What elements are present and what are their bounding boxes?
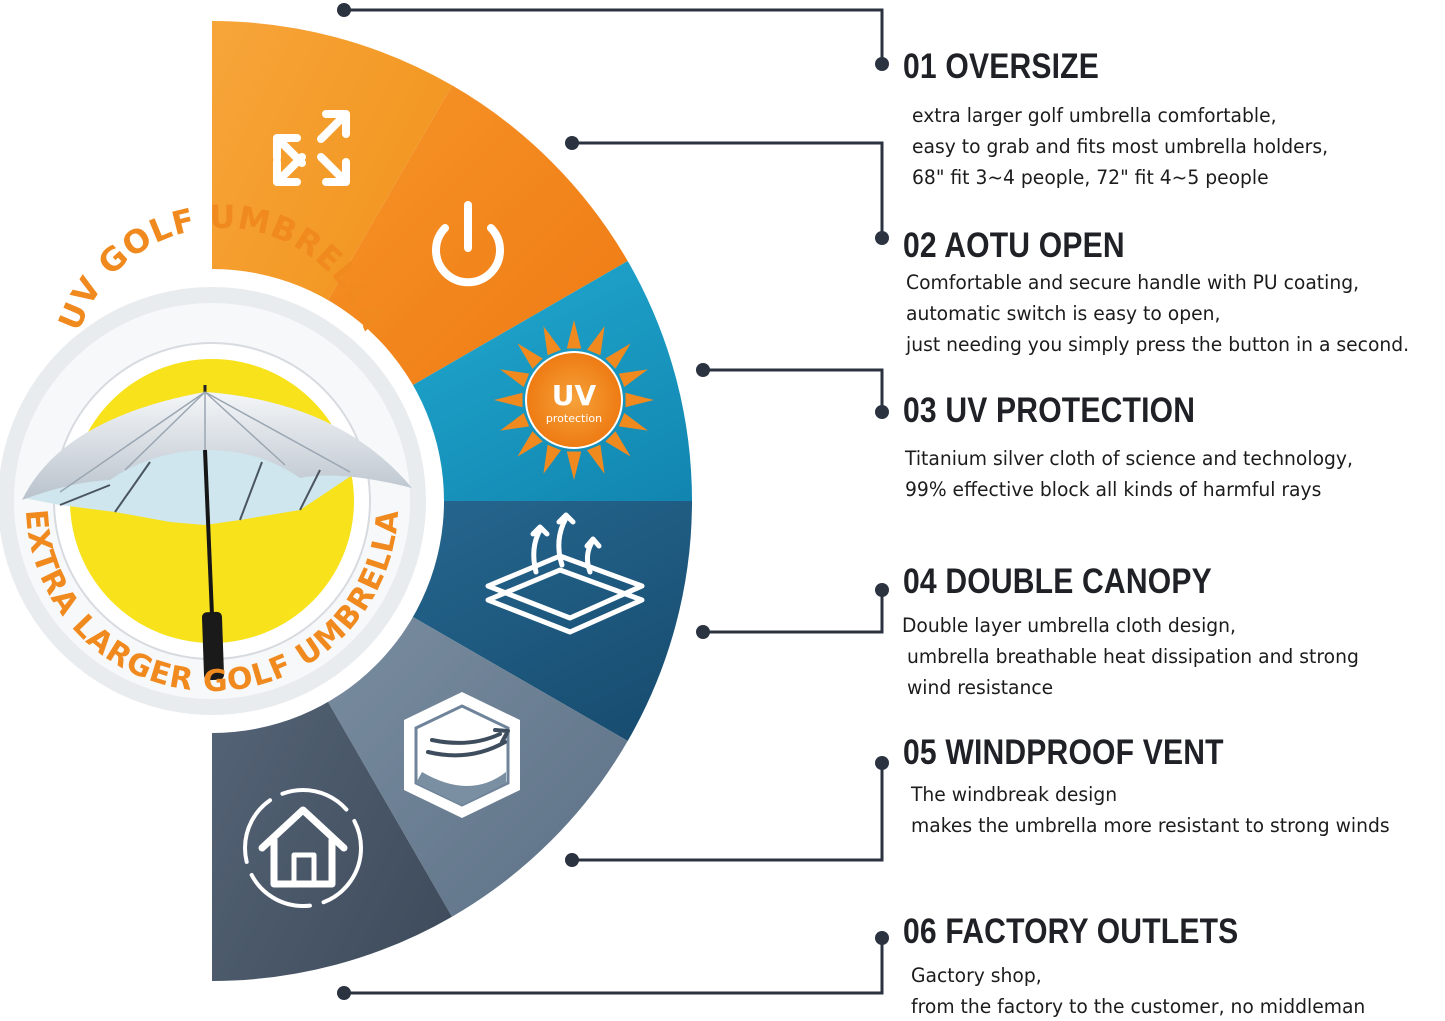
sun-ray xyxy=(566,451,582,480)
feature-description-line: wind resistance xyxy=(907,676,1054,699)
sun-ray xyxy=(517,431,543,457)
feature-description-line: easy to grab and fits most umbrella hold… xyxy=(912,135,1329,158)
feature-description-line: The windbreak design xyxy=(911,783,1118,806)
power-icon xyxy=(432,201,504,287)
connector-start-dot xyxy=(565,853,579,867)
sun-ray xyxy=(605,431,631,457)
center-badge: UV GOLF UMBRELLA EXTRA LARGER GOLF UMBRE… xyxy=(0,198,444,733)
feature-description-line: automatic switch is easy to open, xyxy=(906,302,1221,325)
connector-lines xyxy=(337,3,889,1000)
sun-ray xyxy=(618,369,648,387)
feature-description-line: umbrella breathable heat dissipation and… xyxy=(907,645,1359,668)
connector-01 xyxy=(344,8,884,64)
connector-end-dot xyxy=(875,231,889,245)
sun-ray xyxy=(625,392,654,408)
feature-title-01: 01 OVERSIZE xyxy=(903,47,1099,86)
connector-start-dot xyxy=(565,136,579,150)
connector-02 xyxy=(572,141,884,238)
feature-description-line: Gactory shop, xyxy=(911,964,1042,987)
feature-title-04: 04 DOUBLE CANOPY xyxy=(903,562,1212,601)
sun-ray xyxy=(618,413,648,431)
connector-04 xyxy=(703,590,884,634)
feature-description-line: extra larger golf umbrella comfortable, xyxy=(912,104,1277,127)
sun-ray xyxy=(605,343,631,369)
connector-start-dot xyxy=(337,986,351,1000)
sun-ray xyxy=(587,444,605,474)
expand-arrows-icon xyxy=(273,110,350,186)
connector-end-dot xyxy=(875,583,889,597)
sun-ray xyxy=(587,326,605,356)
feature-description-line: Titanium silver cloth of science and tec… xyxy=(905,447,1353,470)
connector-end-dot xyxy=(875,931,889,945)
sun-ray xyxy=(500,369,530,387)
umbrella-illustration xyxy=(22,385,412,681)
sun-ray xyxy=(566,320,582,349)
connector-03 xyxy=(703,368,884,412)
feature-description-line: Double layer umbrella cloth design, xyxy=(902,614,1236,637)
feature-title-05: 05 WINDPROOF VENT xyxy=(903,733,1224,772)
connector-05 xyxy=(572,763,884,862)
feature-description-line: makes the umbrella more resistant to str… xyxy=(911,814,1390,837)
sun-ray xyxy=(494,392,523,408)
feature-title-02: 02 AOTU OPEN xyxy=(903,226,1125,265)
feature-title-03: 03 UV PROTECTION xyxy=(903,391,1196,430)
wind-vent-icon xyxy=(404,692,520,818)
feature-title-06: 06 FACTORY OUTLETS xyxy=(903,912,1239,951)
feature-description-line: 68" fit 3~4 people, 72" fit 4~5 people xyxy=(912,166,1269,189)
connector-06 xyxy=(344,938,884,995)
feature-description-line: just needing you simply press the button… xyxy=(906,333,1410,356)
sun-ray xyxy=(500,413,530,431)
connector-start-dot xyxy=(337,3,351,17)
connector-end-dot xyxy=(875,756,889,770)
uv-badge-big: UV xyxy=(552,379,597,412)
breathable-layers-icon xyxy=(485,512,645,635)
sun-ray xyxy=(517,343,543,369)
feature-description-line: from the factory to the customer, no mid… xyxy=(911,995,1366,1018)
house-icon xyxy=(243,788,363,908)
feature-description-line: 99% effective block all kinds of harmful… xyxy=(905,478,1322,501)
connector-start-dot xyxy=(696,363,710,377)
sun-ray xyxy=(543,326,561,356)
uv-badge-small: protection xyxy=(546,412,602,425)
sun-ray xyxy=(543,444,561,474)
connector-end-dot xyxy=(875,405,889,419)
feature-description-line: Comfortable and secure handle with PU co… xyxy=(906,271,1360,294)
connector-start-dot xyxy=(696,625,710,639)
connector-end-dot xyxy=(875,57,889,71)
uv-sun-icon: UV protection xyxy=(494,320,654,480)
